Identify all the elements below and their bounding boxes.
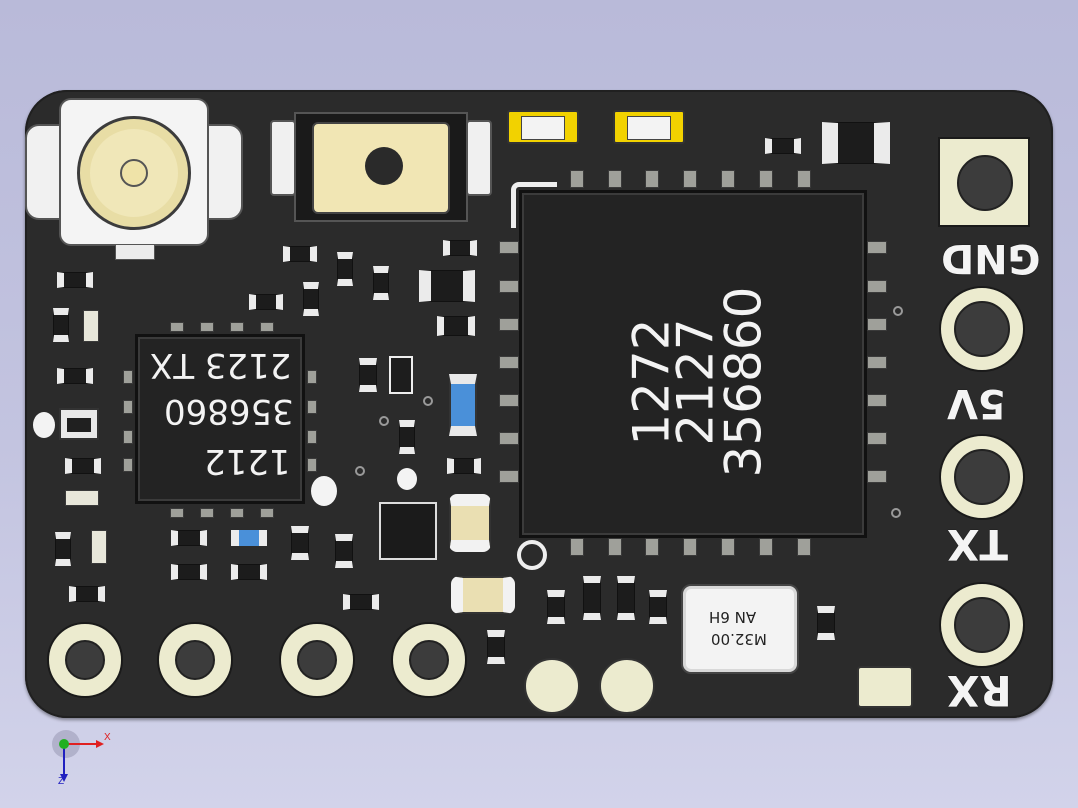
passive-c13 xyxy=(335,534,353,568)
ufl-connector-tab xyxy=(115,244,155,260)
blue-component xyxy=(449,374,477,436)
passive-c9 xyxy=(359,358,377,392)
passive-l5 xyxy=(59,408,99,440)
passive-l1 xyxy=(57,272,93,288)
tx-label: TX xyxy=(947,520,1009,569)
5v-label: 5V xyxy=(947,380,1006,426)
passive-l2 xyxy=(53,308,69,342)
bottom-pad-1[interactable] xyxy=(47,622,123,698)
crystal-line1: AN 6H xyxy=(709,608,757,626)
passive-c8 xyxy=(437,316,475,336)
gnd-label: GND xyxy=(941,235,1041,281)
crystal-line2: M32.00 xyxy=(711,630,767,648)
led-1 xyxy=(507,110,579,144)
passive-b1 xyxy=(547,590,565,624)
passive-c6 xyxy=(443,240,477,256)
pcb-board[interactable]: GND 5V TX RX xyxy=(25,90,1053,718)
5v-pad[interactable] xyxy=(939,286,1025,372)
passive-l9 xyxy=(91,530,107,564)
capacitor-beige-2 xyxy=(451,576,515,614)
ufl-connector-pin xyxy=(120,159,148,187)
blob-marker-2 xyxy=(311,476,337,506)
main-ic-pin1-marker xyxy=(517,540,547,570)
axis-triad: X Z xyxy=(48,728,118,788)
passive-l6 xyxy=(65,458,101,474)
blue-passive xyxy=(231,530,267,546)
diode xyxy=(379,502,437,560)
axis-x-label: X xyxy=(104,732,111,743)
passive-b2 xyxy=(583,576,601,620)
capacitor-c7 xyxy=(419,270,475,302)
passive-c4 xyxy=(249,294,283,310)
main-ic-corner-mark xyxy=(511,182,557,228)
test-pad-1[interactable] xyxy=(524,658,580,714)
rx-pad[interactable] xyxy=(939,582,1025,668)
bind-button[interactable] xyxy=(270,112,492,222)
passive-l7 xyxy=(65,490,99,506)
main-ic-line3: 356860 xyxy=(714,286,773,478)
passive-l4 xyxy=(57,368,93,384)
passive-c1 xyxy=(283,246,317,262)
axis-triad-icon xyxy=(52,730,104,782)
small-ic-line2: 356860 xyxy=(164,391,294,431)
passive-c18 xyxy=(487,630,505,664)
bottom-pad-2[interactable] xyxy=(157,622,233,698)
passive-l3 xyxy=(83,310,99,342)
small-ic-line1: 2123 TX xyxy=(150,345,292,385)
transistor xyxy=(389,356,413,394)
passive-c12 xyxy=(291,526,309,560)
passive-c2 xyxy=(337,252,353,286)
passive-b4 xyxy=(649,590,667,624)
resistor-top-right xyxy=(822,122,890,164)
capacitor-beige-1 xyxy=(449,494,491,552)
test-pad-2[interactable] xyxy=(599,658,655,714)
small-ic-line3: 1212 xyxy=(204,441,291,481)
passive-c11 xyxy=(447,458,481,474)
passive-l10 xyxy=(69,586,105,602)
passive-c10 xyxy=(399,420,415,454)
passive-l8 xyxy=(55,532,71,566)
passive-b5 xyxy=(817,606,835,640)
bottom-pad-4[interactable] xyxy=(391,622,467,698)
passive-c3 xyxy=(373,266,389,300)
passive-c16 xyxy=(231,564,267,580)
gnd-pad[interactable] xyxy=(938,137,1030,227)
passive-c14 xyxy=(171,530,207,546)
test-pad-3[interactable] xyxy=(857,666,913,708)
passive-c15 xyxy=(171,564,207,580)
main-ic: 1272 2127 356860 xyxy=(519,190,867,538)
axis-z-label: Z xyxy=(58,776,65,787)
capacitor-top xyxy=(765,138,801,154)
led-2 xyxy=(613,110,685,144)
passive-c5 xyxy=(303,282,319,316)
rx-label: RX xyxy=(947,666,1012,715)
bottom-pad-3[interactable] xyxy=(279,622,355,698)
small-ic: 2123 TX 356860 1212 xyxy=(135,334,305,504)
passive-c17 xyxy=(343,594,379,610)
passive-b3 xyxy=(617,576,635,620)
blob-marker xyxy=(33,412,55,438)
crystal: AN 6H M32.00 xyxy=(681,584,799,674)
blob-marker-3 xyxy=(397,468,417,490)
tx-pad[interactable] xyxy=(939,434,1025,520)
